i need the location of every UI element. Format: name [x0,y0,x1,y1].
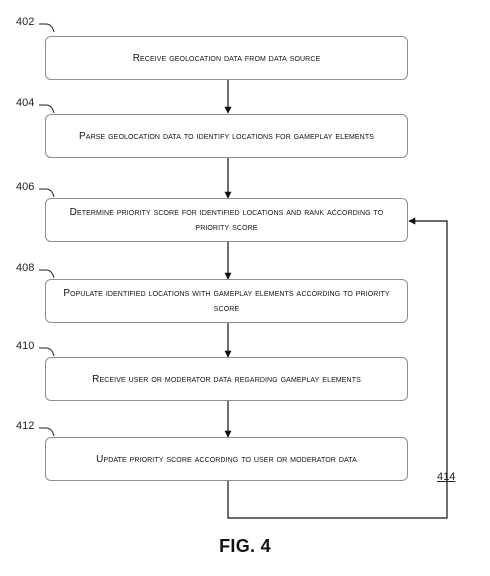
step-ref-412: 412 [16,420,35,432]
step-ref-410: 410 [16,340,35,352]
step-box-406: Determine priority score for identified … [45,198,408,242]
ref-leader-402 [39,23,55,33]
figure-caption: FIG. 4 [219,536,271,556]
ref-leader-408 [39,269,55,279]
step-box-404: Parse geolocation data to identify locat… [45,114,408,158]
step-text-406: Determine priority score for identified … [69,207,384,233]
step-box-410: Receive user or moderator data regarding… [45,357,408,401]
ref-leader-404 [39,104,55,114]
ref-leader-410 [39,347,55,357]
loop-ref-414: 414 [437,471,456,483]
step-box-408: Populate identified locations with gamep… [45,279,408,323]
step-text-410: Receive user or moderator data regarding… [92,373,361,385]
ref-leader-406 [39,188,55,198]
step-text-402: Receive geolocation data from data sourc… [132,52,321,64]
feedback-loop-arrow [227,217,448,519]
step-text-412: Update priority score according to user … [96,453,357,465]
step-text-408: Populate identified locations with gamep… [63,288,390,314]
step-ref-404: 404 [16,97,35,109]
step-box-412: Update priority score according to user … [45,437,408,481]
step-text-404: Parse geolocation data to identify locat… [79,130,374,142]
ref-leader-412 [39,427,55,437]
step-ref-408: 408 [16,262,35,274]
step-box-402: Receive geolocation data from data sourc… [45,36,408,80]
step-ref-402: 402 [16,16,35,28]
step-ref-406: 406 [16,181,35,193]
